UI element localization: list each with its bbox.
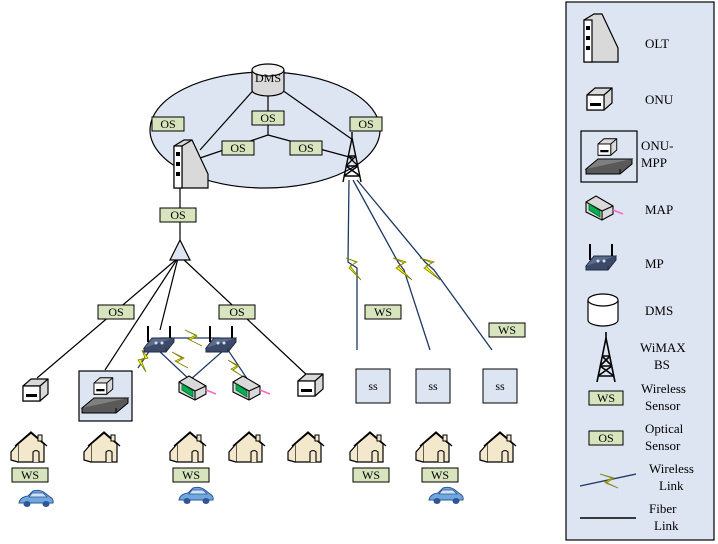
legend-label-onu: ONU (645, 92, 674, 107)
svg-text:ss: ss (495, 379, 505, 393)
svg-text:OS: OS (260, 111, 275, 125)
legend-label-ws-2: Sensor (645, 398, 681, 413)
legend-label-onu-mpp-1: ONU- (641, 138, 674, 153)
svg-text:OS: OS (598, 431, 613, 445)
svg-text:WS: WS (374, 305, 392, 319)
svg-text:OS: OS (229, 305, 244, 319)
legend-olt-icon (583, 13, 619, 63)
svg-text:WS: WS (362, 468, 380, 482)
legend-label-onu-mpp-2: MPP (641, 155, 667, 170)
os-sensor-tags: OS OS OS OS OS OS OS OS (97, 110, 383, 320)
map-node-2 (232, 375, 271, 401)
splitter (169, 238, 191, 261)
houses (10, 431, 517, 463)
legend-label-mp: MP (645, 256, 664, 271)
svg-text:OS: OS (230, 141, 245, 155)
legend-wireless-link-icon (579, 473, 637, 489)
legend-label-wimax-1: WiMAX (640, 340, 686, 355)
legend-onu-mpp-icon (580, 130, 638, 183)
dms-node: DMS (251, 63, 285, 97)
mp-router-1 (143, 325, 175, 353)
mesh-link-bolts (137, 329, 243, 377)
legend-label-olt: OLT (645, 36, 669, 51)
svg-text:ss: ss (428, 379, 438, 393)
legend-label-wl-2: Link (659, 478, 684, 493)
legend-onu-icon (586, 87, 613, 111)
olt-node (173, 139, 209, 189)
svg-text:OS: OS (108, 305, 123, 319)
legend-label-dms: DMS (645, 303, 673, 318)
house-ws-tags: WS WS WS WS (11, 467, 459, 483)
svg-text:OS: OS (170, 208, 185, 222)
legend-ws-box-icon: WS (588, 390, 624, 406)
legend-label-os-2: Sensor (645, 438, 681, 453)
svg-text:ss: ss (368, 379, 378, 393)
svg-text:OS: OS (298, 141, 313, 155)
legend-label-ws-1: Wireless (641, 381, 686, 396)
svg-text:WS: WS (498, 323, 516, 337)
legend-wimax-tower-icon (596, 332, 616, 383)
onu-node-2 (297, 373, 324, 397)
wimax-tower (342, 132, 362, 183)
legend-os-box-icon: OS (588, 430, 624, 446)
svg-text:OS: OS (358, 117, 373, 131)
legend-label-wimax-2: BS (654, 357, 670, 372)
ws-sensor-tags: WS WS (364, 304, 526, 338)
legend-dms-icon (587, 293, 619, 327)
legend-label-fl-2: Link (654, 518, 679, 533)
svg-text:WS: WS (182, 468, 200, 482)
svg-text:WS: WS (21, 468, 39, 482)
cars (18, 486, 464, 508)
onu-mpp-node (78, 370, 133, 422)
svg-text:WS: WS (597, 391, 615, 405)
legend-label-wl-1: Wireless (649, 461, 694, 476)
map-node-1 (178, 375, 217, 401)
legend-label-os-1: Optical (645, 421, 684, 436)
onu-node-1 (22, 378, 49, 402)
dms-label: DMS (255, 71, 281, 85)
ss-boxes: ss ss ss (355, 368, 518, 404)
legend: OLT ONU ONU- MPP MAP MP DMS WiMAX (565, 1, 715, 541)
wimax-link-bolts (345, 257, 441, 281)
mp-router-2 (205, 325, 237, 353)
svg-text:OS: OS (160, 117, 175, 131)
svg-text:WS: WS (431, 468, 449, 482)
wimax-wireless-links (347, 179, 493, 351)
legend-label-fl-1: Fiber (649, 501, 677, 516)
legend-label-map: MAP (645, 202, 673, 217)
